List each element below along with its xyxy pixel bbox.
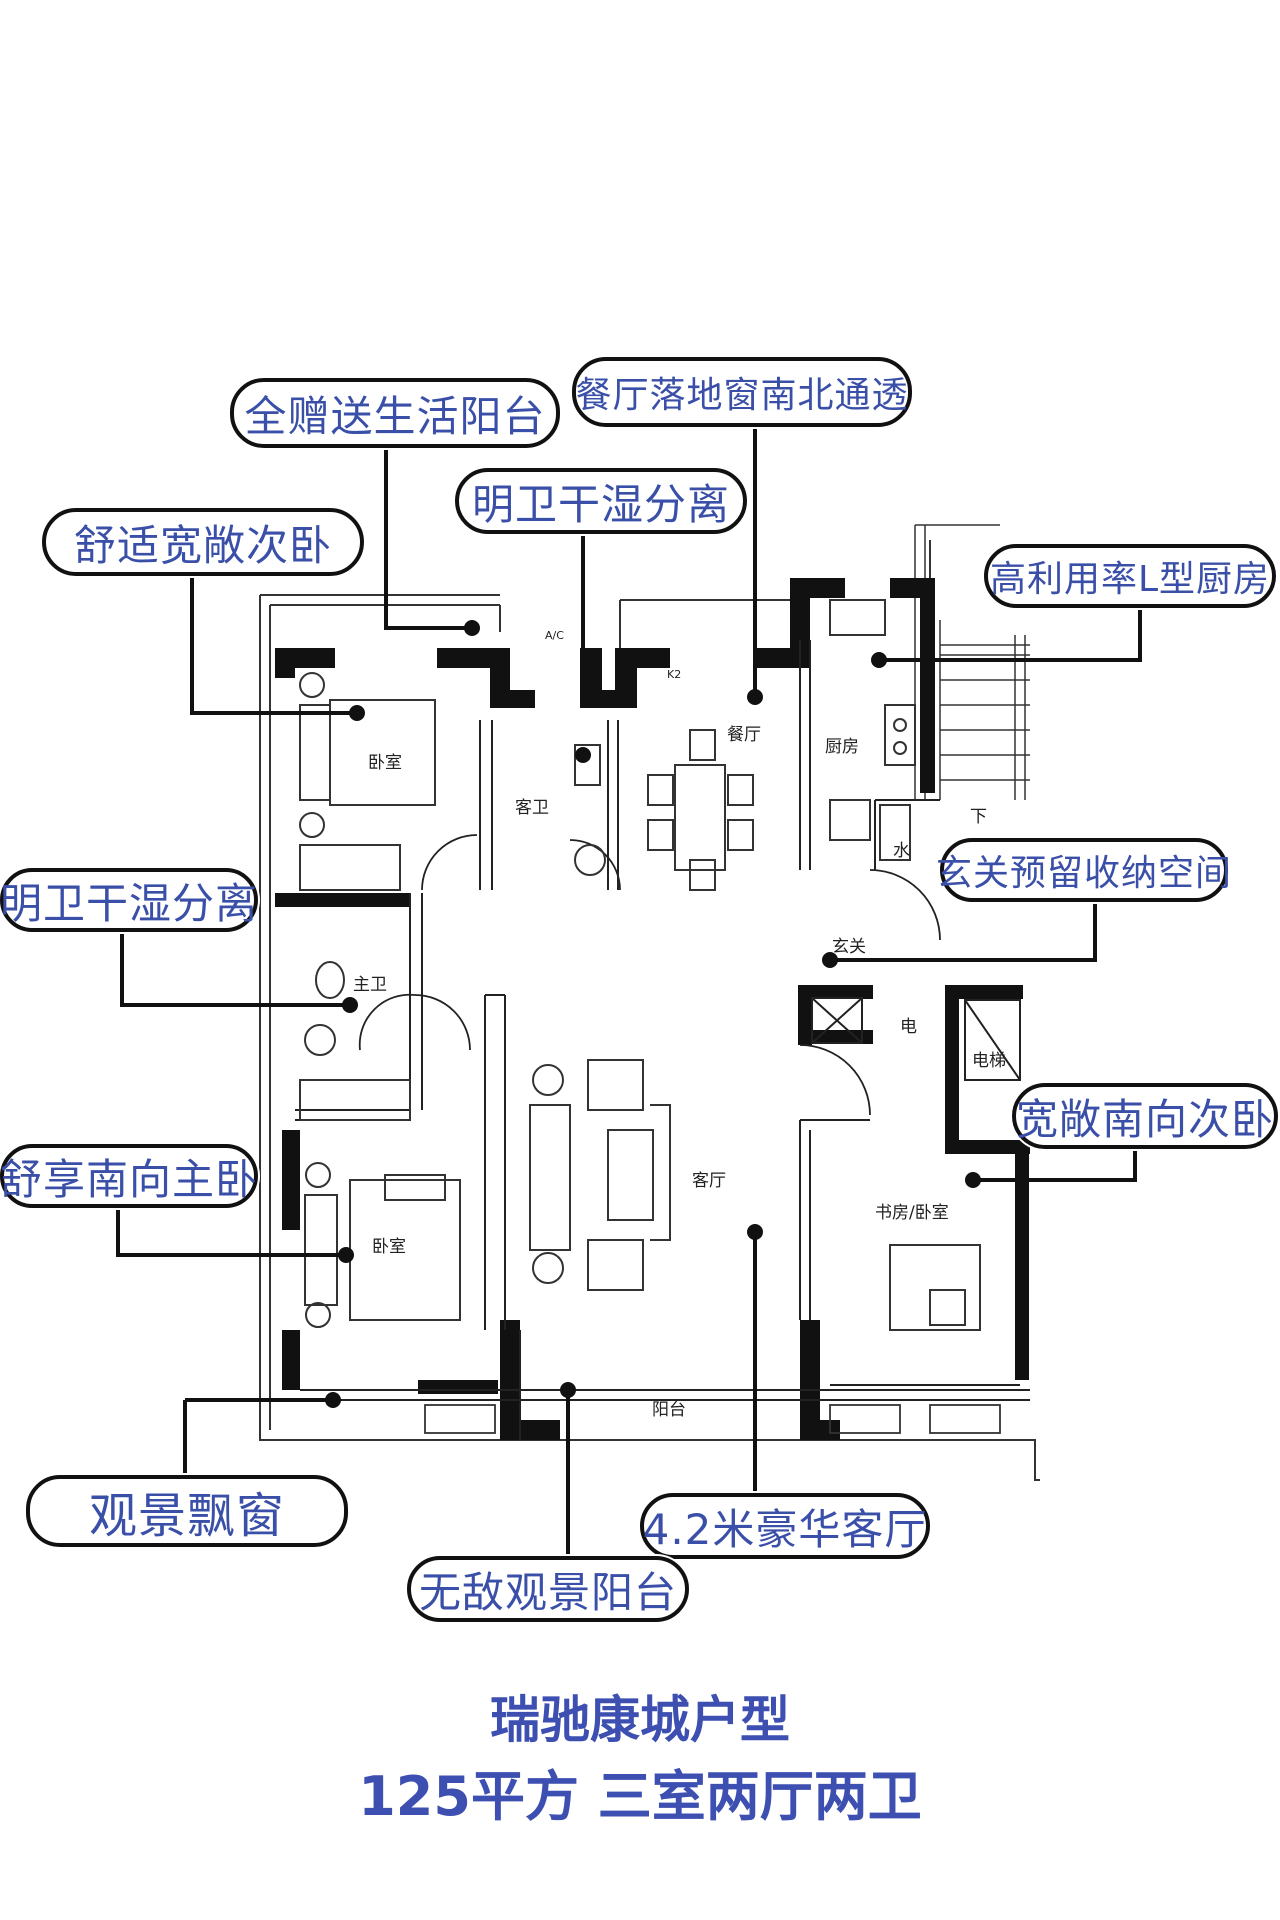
callout-bay-window: 观景飘窗 (26, 1475, 348, 1547)
living-furniture (529, 1059, 671, 1291)
room-label-entry: 玄关 (832, 937, 866, 957)
room-label-down: 下 (970, 807, 987, 827)
callout-master-bath: 明卫干湿分离 (0, 868, 258, 932)
leader-lines (116, 428, 1142, 1585)
footer-title-line2: 125平方 三室两厅两卫 (358, 1765, 922, 1828)
room-label-master-bath: 主卫 (353, 975, 387, 995)
callout-guest-bath: 明卫干湿分离 (455, 468, 747, 534)
room-label-balcony: 阳台 (652, 1400, 686, 1420)
room-labels: 卧室 客卫 餐厅 厨房 水 下 玄关 主卫 电 电梯 客厅 书房/卧室 卧室 阳… (353, 629, 1006, 1420)
callout-dining-window: 餐厅落地窗南北通透 (572, 357, 912, 427)
thick-walls (275, 578, 1030, 1440)
callout-master-bedroom: 舒享南向主卧 (0, 1144, 258, 1208)
room-label-k2: K2 (667, 668, 681, 681)
room-label-dining: 餐厅 (727, 725, 761, 745)
callout-view-balcony: 无敌观景阳台 (407, 1556, 689, 1622)
kitchen-fixtures (829, 599, 916, 861)
bedroom-furniture (299, 672, 981, 1331)
callout-second-bedroom: 舒适宽敞次卧 (42, 508, 364, 576)
room-label-water: 水 (893, 841, 910, 861)
room-label-living: 客厅 (692, 1171, 726, 1191)
footer-title-line1: 瑞驰康城户型 (490, 1691, 790, 1749)
shafts (811, 997, 1021, 1081)
interior-walls (295, 640, 1030, 1440)
callout-living-room: 4.2米豪华客厅 (640, 1493, 930, 1559)
room-label-study: 书房/卧室 (875, 1203, 949, 1223)
room-label-ac: A/C (545, 629, 564, 642)
room-label-kitchen: 厨房 (825, 737, 859, 757)
leader-dots (325, 620, 981, 1408)
room-label-bedroom-master: 卧室 (372, 1237, 406, 1257)
ac-units (424, 1404, 1001, 1434)
room-label-elevator: 电梯 (972, 1051, 1006, 1071)
callout-balcony-gift: 全赠送生活阳台 (230, 378, 560, 448)
room-label-guest-bath: 客卫 (515, 798, 549, 818)
callout-kitchen: 高利用率L型厨房 (984, 544, 1276, 608)
room-label-bedroom-top: 卧室 (368, 753, 402, 773)
dining-furniture (647, 729, 754, 891)
callout-entry-storage: 玄关预留收纳空间 (936, 838, 1231, 902)
callout-south-bedroom: 宽敞南向次卧 (1012, 1083, 1278, 1149)
door-swings (358, 834, 941, 1116)
room-label-electric: 电 (900, 1017, 917, 1037)
bathroom-fixtures (304, 744, 606, 1056)
outer-outline (259, 540, 1040, 1481)
